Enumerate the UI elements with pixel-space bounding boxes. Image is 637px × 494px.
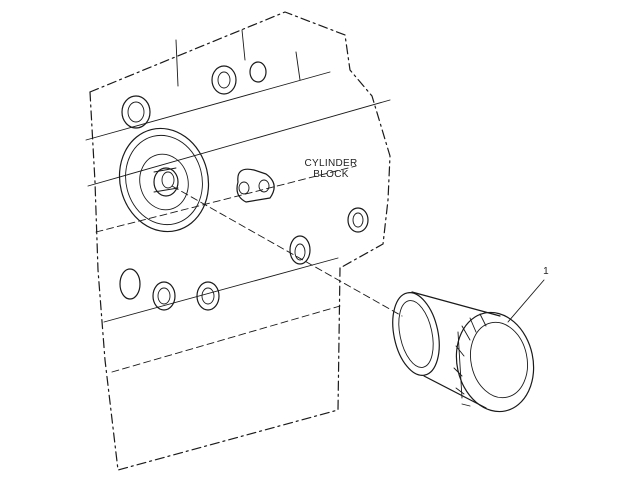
- cylinder-block-label-line2: BLOCK: [313, 169, 349, 180]
- callout-leader-line: [507, 279, 545, 323]
- alignment-centerline: [171, 185, 403, 317]
- cylinder-block-drawing: [85, 11, 391, 471]
- callout-number-1: 1: [543, 266, 549, 277]
- cylinder-block-label: CYLINDER BLOCK: [296, 158, 366, 180]
- oil-filter-drawing: [392, 291, 535, 413]
- cylinder-block-label-line1: CYLINDER: [304, 158, 358, 169]
